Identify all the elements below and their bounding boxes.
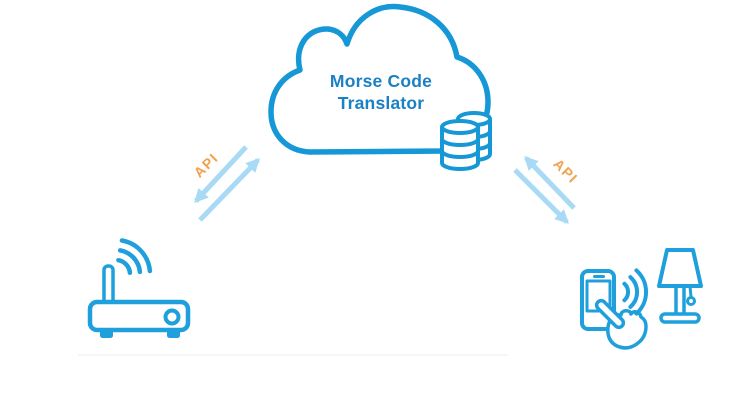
- tap-hand-finger: [594, 298, 626, 330]
- right-arrow-to-devices-icon: [513, 168, 569, 224]
- left-arrow-to-router-icon: [194, 145, 248, 204]
- router-wifi-arc-small: [116, 257, 133, 276]
- phone-wifi-signal-icon: [622, 268, 648, 316]
- smartphone-speaker: [593, 275, 605, 278]
- db-front-body: [440, 125, 480, 171]
- lamp-shade: [657, 248, 703, 288]
- table-lamp-icon: [657, 248, 703, 324]
- database-icon: [440, 111, 492, 171]
- db-front-top: [440, 119, 480, 135]
- router-foot-right: [167, 329, 180, 338]
- cloud-outline: [268, 3, 491, 155]
- cloud-title: Morse Code Translator: [329, 71, 433, 113]
- right-arrow-to-cloud-icon: [524, 155, 576, 210]
- phone-wifi-arc-medium: [628, 275, 640, 309]
- db-front-band-1: [440, 137, 480, 147]
- router-wifi-signal-icon: [116, 238, 153, 276]
- lamp-stem: [674, 284, 686, 317]
- router-body: [87, 299, 191, 333]
- router-foot-left: [100, 329, 113, 338]
- db-front-band-2: [440, 149, 480, 159]
- database-front-cylinder: [440, 119, 480, 171]
- phone-wifi-arc-large: [634, 268, 648, 316]
- lamp-pull-ball: [686, 296, 696, 306]
- cloud-icon: [268, 3, 491, 155]
- router-wifi-arc-large: [119, 238, 153, 274]
- phone-wifi-arc-small: [622, 281, 630, 303]
- router-icon: [87, 238, 191, 338]
- smartphone-tap-group: [580, 268, 648, 350]
- router-wifi-arc-medium: [117, 248, 143, 275]
- faint-divider-line: [78, 354, 508, 356]
- api-arrows: [194, 145, 576, 224]
- lamp-base: [659, 312, 701, 324]
- left-arrow-to-cloud-icon: [198, 157, 260, 222]
- router-indicator-light: [163, 308, 181, 326]
